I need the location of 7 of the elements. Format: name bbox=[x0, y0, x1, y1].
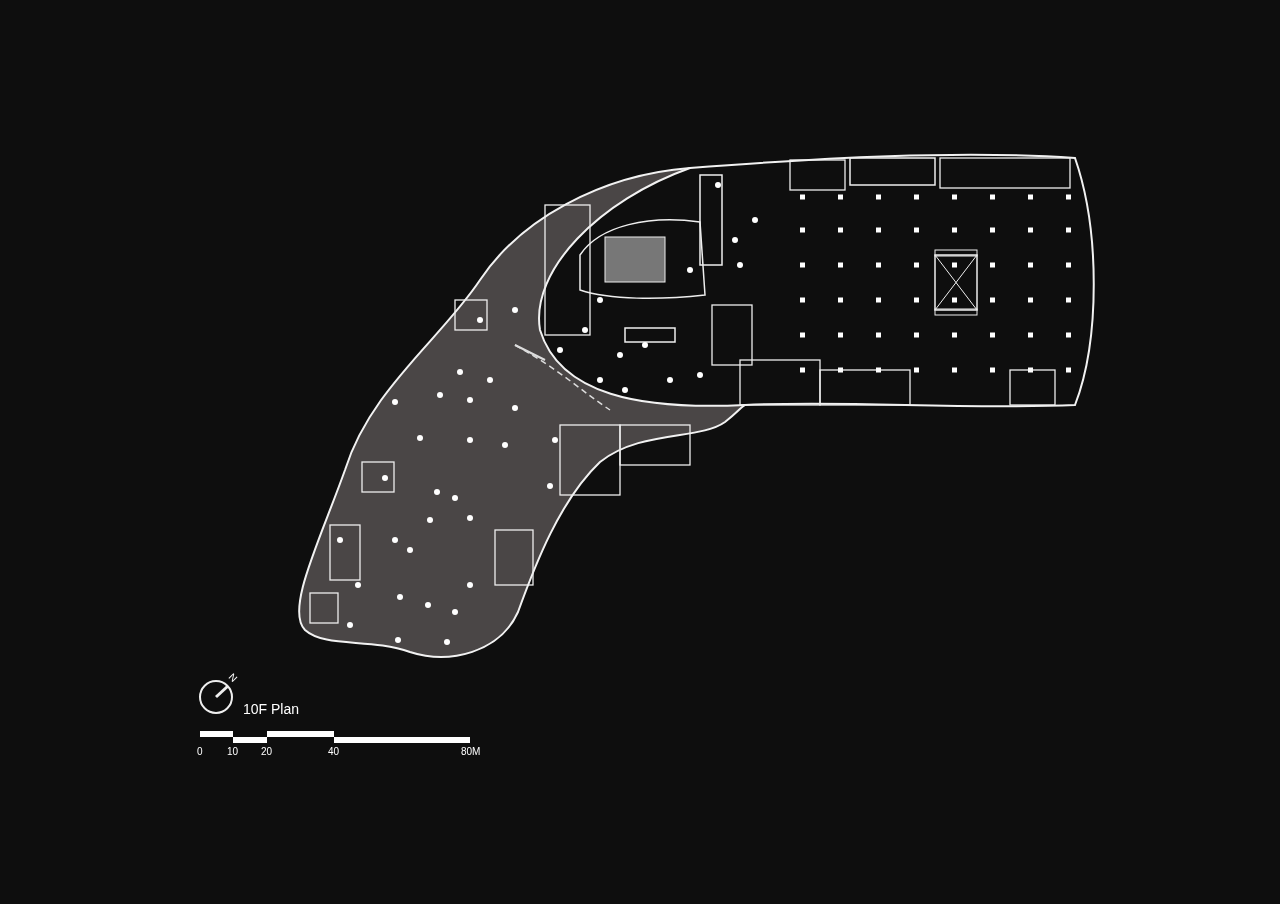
scale-label: 40 bbox=[328, 747, 340, 757]
scale-label: 80M bbox=[461, 747, 481, 757]
plan-title: 10F Plan bbox=[243, 702, 300, 716]
scale-label: 10 bbox=[227, 747, 239, 757]
scale-label: 0 bbox=[197, 747, 203, 757]
north-letter: N bbox=[226, 671, 239, 685]
scale-label: 20 bbox=[261, 747, 273, 757]
